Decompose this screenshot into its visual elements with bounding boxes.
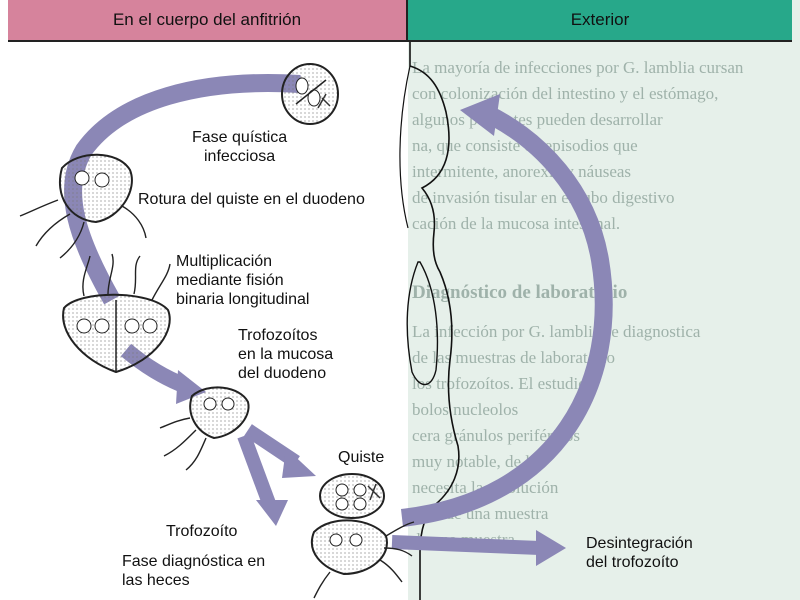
trophozoite-feces-figure (311, 519, 415, 599)
outside-header: Exterior (408, 0, 792, 42)
background-text-line: bolos nucleolos (412, 400, 519, 419)
trophozoite-mucosa-figure (159, 386, 250, 471)
arrow-head (176, 370, 206, 404)
disintegration-label: Desintegración del trofozoíto (586, 535, 693, 571)
background-text-line: los trofozoítos. El estudio (412, 374, 587, 393)
background-text-line: de las muestras de laboratorio (412, 348, 615, 367)
cyst-label: Quiste (338, 449, 385, 466)
trophozoite-label: Trofozoíto (166, 523, 238, 540)
background-text-line: con colonización del intestino y el estó… (412, 84, 719, 103)
background-text-line: La mayoría de infecciones por G. lamblia… (412, 58, 744, 77)
host-body-header: En el cuerpo del anfitrión (8, 0, 408, 42)
trophozoites-mucosa-label: Trofozoítos en la mucosa del duodeno (238, 327, 334, 382)
cyst-phase-label: Fase quística infecciosa (192, 129, 288, 165)
human-arm (406, 261, 439, 386)
human-silhouette (399, 65, 411, 229)
background-text-line: muy notable, de los (412, 452, 546, 471)
arrow-ingestion (64, 74, 301, 305)
background-text-line: La infección por G. lamblia se diagnosti… (412, 322, 701, 341)
background-text-line: cación de la mucosa intestinal. (412, 214, 621, 233)
background-text-line: intermitente, anorexia y náuseas (412, 162, 632, 181)
arrow-trophozoite (237, 433, 277, 509)
arrow-transmission (400, 105, 613, 527)
cyst-rupture-figure (19, 153, 147, 259)
arrow-disintegration (391, 535, 541, 555)
infective-cyst-figure (281, 63, 339, 125)
cyst-figure (319, 473, 385, 519)
binary-fission-figure (62, 253, 171, 374)
background-heading: Diagnóstico de laboratorio (412, 282, 628, 303)
multiplication-label: Multiplicación mediante fisión binaria l… (176, 253, 310, 308)
arrow-head (256, 500, 288, 526)
diagnostic-phase-label: Fase diagnóstica en las heces (122, 553, 266, 589)
background-text-line: de invasión tisular en el tubo digestivo (412, 188, 675, 207)
arrow-head (282, 448, 316, 478)
arrow-head (536, 530, 566, 566)
rupture-label: Rotura del quiste en el duodeno (138, 191, 365, 208)
arrow-head (460, 94, 500, 136)
human-silhouette (409, 42, 460, 600)
